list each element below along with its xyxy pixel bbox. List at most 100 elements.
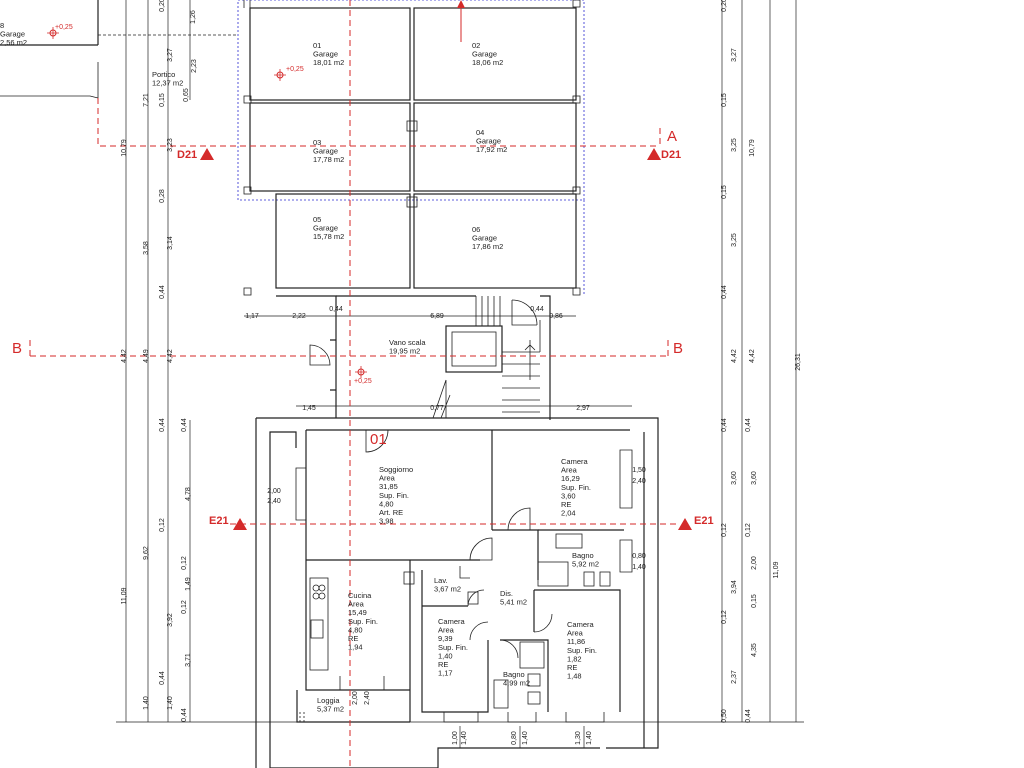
dimension-label: 2,23 bbox=[191, 59, 198, 73]
dimension-label: 0,12 bbox=[159, 518, 166, 532]
room-label-line: 4,80 bbox=[379, 499, 394, 508]
dimension-label: 3,94 bbox=[731, 580, 738, 594]
room-label-line: 18,06 m2 bbox=[472, 58, 503, 67]
room-label-line: Camera bbox=[561, 457, 589, 466]
room-label-line: 3,67 m2 bbox=[434, 585, 461, 594]
room-label-line: RE bbox=[561, 500, 571, 509]
dimension-label: 3,14 bbox=[167, 236, 174, 250]
dimension-label: 3,58 bbox=[143, 241, 150, 255]
room-label-line: 06 bbox=[472, 225, 480, 234]
level-label: +0,25 bbox=[55, 24, 73, 31]
dimension-label: 4,42 bbox=[731, 349, 738, 363]
dimension-label: 3,60 bbox=[731, 471, 738, 485]
room-label-line: Area bbox=[379, 474, 396, 483]
room-label-line: Garage bbox=[0, 30, 25, 39]
dimension-label: 1,40 bbox=[461, 731, 468, 745]
dimension-label: 1,40 bbox=[586, 731, 593, 745]
dimension-label: 0,50 bbox=[721, 709, 728, 723]
room-label-line: 3,60 bbox=[561, 491, 576, 500]
dimension-label: 0,15 bbox=[751, 594, 758, 608]
dimension-label: 1,17 bbox=[245, 313, 259, 320]
dimension-label: 0,44 bbox=[721, 285, 728, 299]
room-label-line: Garage bbox=[472, 50, 497, 59]
dimension-label: 3,25 bbox=[731, 138, 738, 152]
room-label-line: 04 bbox=[476, 128, 484, 137]
room-label-line: Lav. bbox=[434, 576, 448, 585]
room-label-line: Soggiorno bbox=[379, 465, 413, 474]
room-label-line: Garage bbox=[313, 147, 338, 156]
dimension-label: 0,44 bbox=[159, 671, 166, 685]
room-label-line: 4,80 bbox=[348, 625, 363, 634]
room-label-line: 03 bbox=[313, 138, 321, 147]
level-marker-icons bbox=[47, 27, 367, 378]
level-label: +0,25 bbox=[286, 66, 304, 73]
room-label-line: Sup. Fin. bbox=[379, 491, 409, 500]
room-label-line: 31,85 bbox=[379, 482, 398, 491]
section-label: D21 bbox=[177, 149, 197, 161]
level-labels: +0,25+0,25+0,25 bbox=[55, 24, 372, 385]
dimension-label: 3,27 bbox=[731, 48, 738, 62]
dimension-label: 4,35 bbox=[751, 643, 758, 657]
room-label-line: Area bbox=[438, 626, 455, 635]
dimension-label: 0,12 bbox=[721, 610, 728, 624]
dimension-label: 0,44 bbox=[745, 418, 752, 432]
section-label: 01 bbox=[370, 431, 387, 448]
room-label-line: 5,37 m2 bbox=[317, 705, 344, 714]
room-label-line: Area bbox=[567, 629, 584, 638]
dimension-label: 2,40 bbox=[632, 478, 646, 485]
dimension-label: 2,97 bbox=[576, 405, 590, 412]
dimension-label: 0,12 bbox=[721, 523, 728, 537]
room-label-line: 19,95 m2 bbox=[389, 347, 420, 356]
room-label-line: 4,99 m2 bbox=[503, 679, 530, 688]
room-label-line: RE bbox=[348, 634, 358, 643]
dimension-label: 4,42 bbox=[749, 349, 756, 363]
dimension-label: 0,20 bbox=[159, 0, 166, 12]
dimension-label: 0,12 bbox=[745, 523, 752, 537]
section-label: B bbox=[673, 340, 683, 357]
dimension-label: 0,15 bbox=[159, 93, 166, 107]
room-label-line: 2,04 bbox=[561, 509, 576, 518]
dimension-label: 0,28 bbox=[159, 189, 166, 203]
room-label-dis: Dis.5,41 m2 bbox=[500, 589, 527, 607]
dimension-label: 3,92 bbox=[167, 613, 174, 627]
dimension-label: 11,09 bbox=[121, 587, 128, 604]
room-label-line: 15,78 m2 bbox=[313, 232, 344, 241]
room-label-line: Garage bbox=[313, 50, 338, 59]
section-label: D21 bbox=[661, 149, 681, 161]
room-label-line: 2,56 m2 bbox=[0, 38, 27, 47]
dimension-label: 3,60 bbox=[751, 471, 758, 485]
dimension-label: 2,00 bbox=[352, 691, 359, 705]
partial-garage-wall bbox=[0, 0, 238, 99]
room-label-line: 12,37 m2 bbox=[152, 79, 183, 88]
dimension-label: 2,00 bbox=[267, 488, 281, 495]
room-label-line: 1,94 bbox=[348, 643, 363, 652]
room-label-line: Vano scala bbox=[389, 338, 426, 347]
room-label-line: Portico bbox=[152, 70, 175, 79]
dimension-label: 26,31 bbox=[795, 353, 802, 371]
dimension-label: 1,50 bbox=[632, 467, 646, 474]
room-label-line: 05 bbox=[313, 215, 321, 224]
room-label-line: 16,29 bbox=[561, 474, 580, 483]
dimension-label: 1,49 bbox=[185, 577, 192, 591]
room-label-line: 17,86 m2 bbox=[472, 242, 503, 251]
room-label-line: 3,98 bbox=[379, 517, 394, 526]
dimension-label: 10,79 bbox=[749, 139, 756, 157]
dimension-label: 1,45 bbox=[302, 405, 316, 412]
dimension-label: 1,40 bbox=[522, 731, 529, 745]
stair-block bbox=[276, 295, 551, 420]
room-label-line: 18,01 m2 bbox=[313, 58, 344, 67]
section-label: A bbox=[667, 128, 677, 145]
dimension-label: 1,26 bbox=[190, 10, 197, 24]
